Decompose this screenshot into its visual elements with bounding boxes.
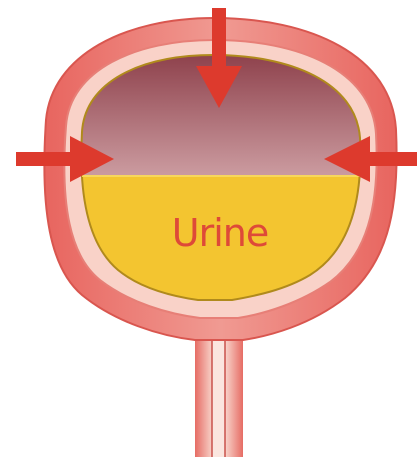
urine-label: Urine xyxy=(172,211,268,255)
